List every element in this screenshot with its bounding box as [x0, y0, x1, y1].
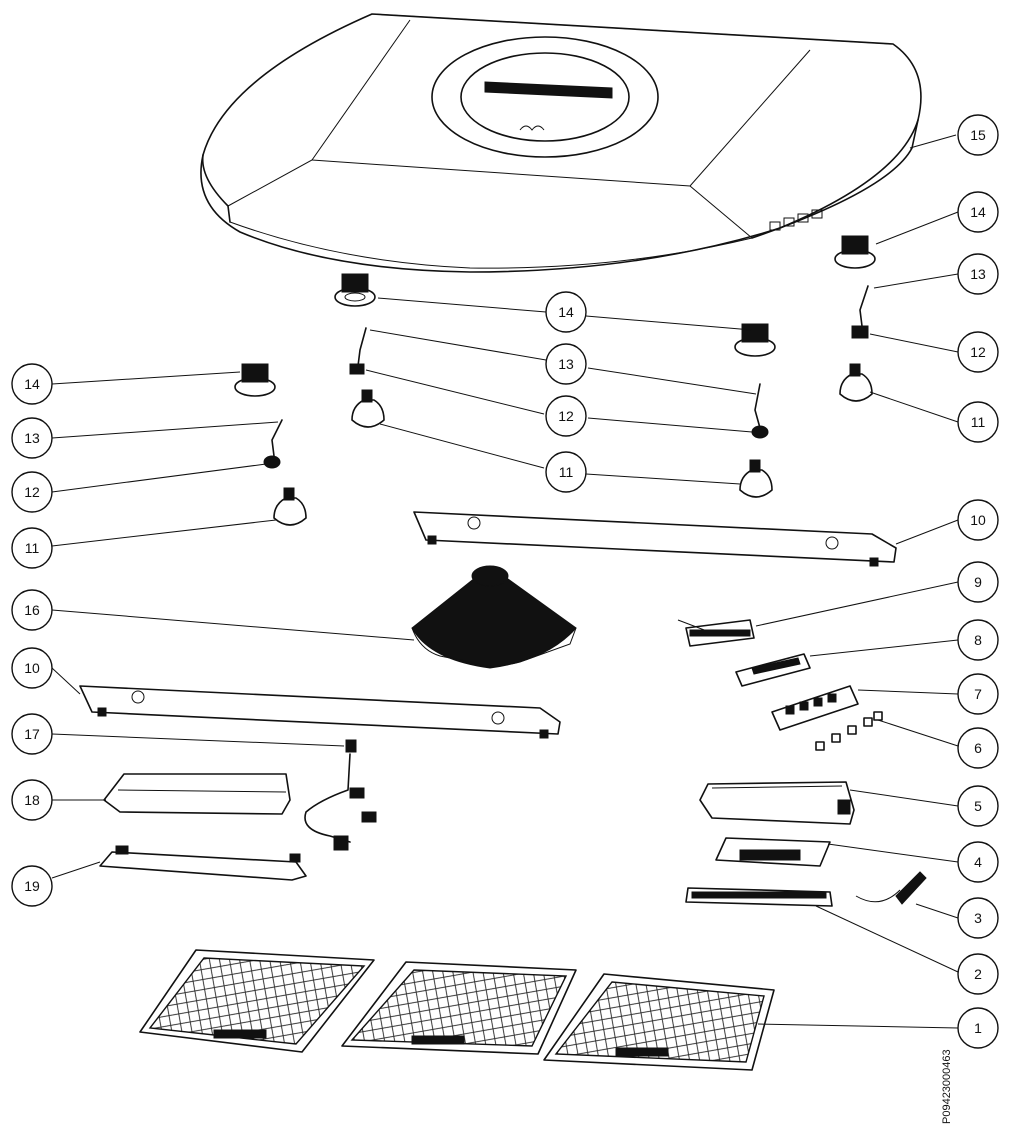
- led-cable-part: [855, 871, 927, 905]
- callout-14: 14: [11, 363, 53, 405]
- callout-5: 5: [957, 785, 999, 827]
- svg-text:8: 8: [974, 632, 982, 648]
- svg-text:11: 11: [559, 464, 574, 480]
- motor-housing-part: [411, 565, 577, 669]
- svg-text:14: 14: [558, 304, 574, 320]
- grease-filter-part: [139, 949, 375, 1053]
- svg-text:13: 13: [558, 356, 574, 372]
- control-bracket-part: [677, 619, 755, 647]
- callout-14: 14: [545, 291, 587, 333]
- hood-canopy-part: [200, 13, 922, 273]
- svg-text:13: 13: [24, 430, 40, 446]
- leader-lines: [51, 134, 959, 1029]
- callout-13: 13: [545, 343, 587, 385]
- callout-2: 2: [957, 953, 999, 995]
- svg-text:14: 14: [24, 376, 40, 392]
- lamp-holder-part: [334, 273, 376, 307]
- button-knobs-part: [815, 711, 883, 751]
- mounting-plate-part: [99, 845, 307, 881]
- callout-19: 19: [11, 865, 53, 907]
- lamp-socket-part: [751, 425, 769, 439]
- transformer-part: [103, 773, 291, 815]
- grease-filter-part: [341, 961, 577, 1055]
- svg-text:1: 1: [974, 1020, 982, 1036]
- callout-10: 10: [11, 647, 53, 689]
- halogen-bulb-part: [739, 459, 773, 498]
- svg-text:15: 15: [970, 127, 986, 143]
- button-panel-part: [771, 685, 859, 731]
- halogen-bulb-part: [273, 487, 307, 526]
- mounting-rail-part: [413, 511, 897, 567]
- lamp-wire-part: [357, 327, 367, 367]
- svg-text:19: 19: [24, 878, 40, 894]
- wiring-harness-part: [304, 739, 377, 851]
- lamp-holder-part: [834, 235, 876, 269]
- svg-text:6: 6: [974, 740, 982, 756]
- svg-text:3: 3: [974, 910, 982, 926]
- halogen-bulb-part: [839, 363, 873, 402]
- callout-14: 14: [957, 191, 999, 233]
- callout-15: 15: [957, 114, 999, 156]
- mounting-rail-part: [79, 685, 561, 739]
- lamp-socket-part: [349, 363, 365, 375]
- callout-13: 13: [957, 253, 999, 295]
- svg-text:10: 10: [970, 512, 986, 528]
- callout-12: 12: [545, 395, 587, 437]
- callout-6: 6: [957, 727, 999, 769]
- callout-1: 1: [957, 1007, 999, 1049]
- switch-board-part: [735, 653, 811, 687]
- halogen-bulb-part: [351, 389, 385, 428]
- callout-7: 7: [957, 673, 999, 715]
- svg-text:9: 9: [974, 574, 982, 590]
- svg-text:5: 5: [974, 798, 982, 814]
- callout-3: 3: [957, 897, 999, 939]
- lamp-holder-part: [734, 323, 776, 357]
- callout-11: 11: [545, 451, 587, 493]
- document-id: P09423000463: [941, 1049, 953, 1124]
- grease-filter-part: [543, 973, 775, 1071]
- callout-13: 13: [11, 417, 53, 459]
- callout-12: 12: [11, 471, 53, 513]
- callout-4: 4: [957, 841, 999, 883]
- lamp-wire-part: [754, 383, 761, 429]
- callout-16: 16: [11, 589, 53, 631]
- svg-text:13: 13: [970, 266, 986, 282]
- lamp-wire-part: [271, 419, 283, 457]
- lamp-wire-part: [859, 285, 869, 327]
- electronics-housing-part: [699, 781, 855, 825]
- lamp-socket-part: [851, 325, 869, 339]
- callout-11: 11: [957, 401, 999, 443]
- svg-text:11: 11: [971, 414, 986, 430]
- svg-text:11: 11: [25, 540, 40, 556]
- callout-11: 11: [11, 527, 53, 569]
- svg-text:10: 10: [24, 660, 40, 676]
- svg-text:12: 12: [24, 484, 40, 500]
- callout-12: 12: [957, 331, 999, 373]
- svg-text:7: 7: [974, 686, 982, 702]
- callout-9: 9: [957, 561, 999, 603]
- svg-text:16: 16: [24, 602, 40, 618]
- svg-text:12: 12: [970, 344, 986, 360]
- svg-text:17: 17: [24, 726, 40, 742]
- svg-text:12: 12: [558, 408, 574, 424]
- svg-text:4: 4: [974, 854, 982, 870]
- circuit-board-part: [715, 837, 831, 867]
- lamp-socket-part: [263, 455, 281, 469]
- svg-text:14: 14: [970, 204, 986, 220]
- callout-8: 8: [957, 619, 999, 661]
- callout-10: 10: [957, 499, 999, 541]
- svg-text:18: 18: [24, 792, 40, 808]
- callout-18: 18: [11, 779, 53, 821]
- light-cover-part: [685, 887, 833, 907]
- svg-text:2: 2: [974, 966, 982, 982]
- lamp-holder-part: [234, 363, 276, 397]
- callout-17: 17: [11, 713, 53, 755]
